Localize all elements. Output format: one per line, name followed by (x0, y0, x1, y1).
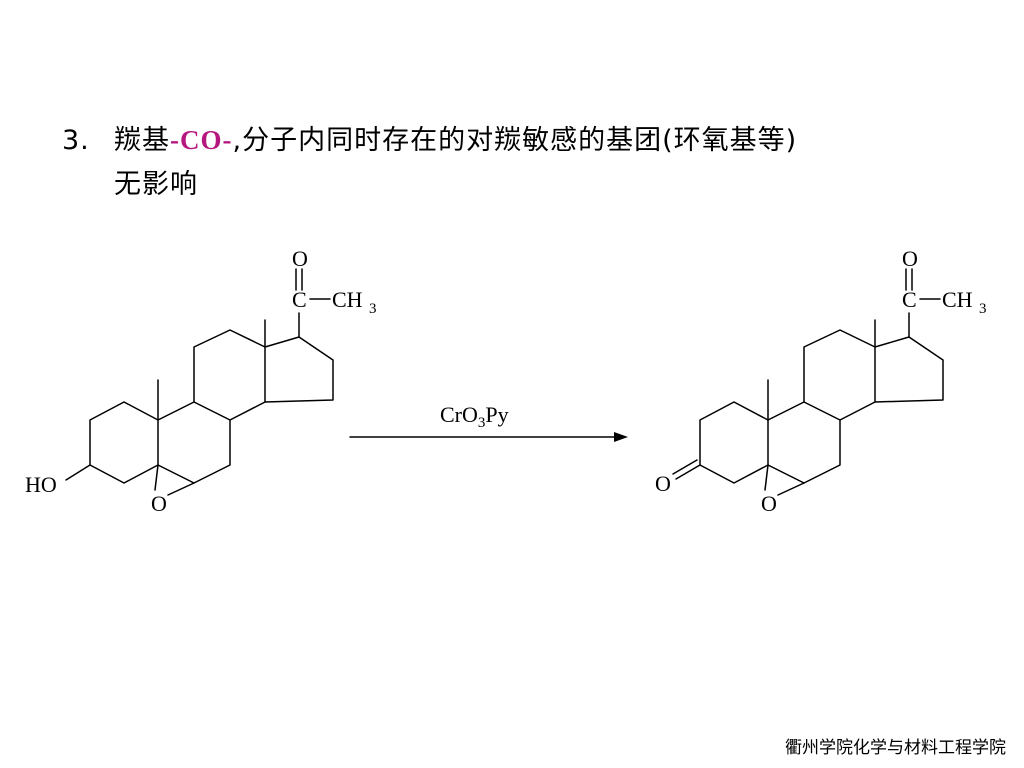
product-structure (672, 268, 944, 496)
product-ketone-oxygen: O (655, 471, 671, 496)
reactant-epoxide-bond-2 (167, 482, 195, 496)
product-epoxide-oxygen: O (761, 491, 777, 516)
product-methyl-subscript: 3 (979, 301, 987, 317)
reagent-label: CrO3Py (440, 402, 509, 431)
product-carbonyl-carbon: C (902, 287, 917, 312)
product-carbonyl-oxygen: O (902, 246, 918, 271)
reactant-ho-bond (65, 464, 91, 481)
heading-separator: , (232, 125, 243, 156)
product-ketone-double-bond-1 (675, 464, 701, 480)
product-ring-c (803, 329, 876, 421)
reactant-ring-c (193, 329, 266, 421)
reactant-structure (65, 268, 334, 496)
reactant-hydroxyl-label: HO (25, 472, 57, 497)
reactant-ring-a (89, 401, 159, 484)
product-ring-a (699, 401, 769, 484)
heading-lead: 羰基 (114, 125, 170, 156)
item-number: 3. (62, 125, 90, 156)
product-ring-b (767, 401, 841, 484)
product-methyl-label: CH (942, 287, 973, 312)
reactant-epoxide-oxygen: O (151, 491, 167, 516)
reactant-carbonyl-carbon: C (292, 287, 307, 312)
heading-rest: 分子内同时存在的对羰敏感的基团(环氧基等) (242, 125, 798, 156)
reactant-ring-d (264, 336, 334, 403)
heading-line2: 无影响 (114, 169, 198, 200)
reactant-methyl-label: CH (332, 287, 363, 312)
reactant-epoxide-bond-1 (154, 464, 159, 491)
product-ring-d (874, 336, 944, 403)
footer-institution: 衢州学院化学与材料工程学院 (785, 738, 1006, 758)
reactant-ring-b (157, 401, 231, 484)
product-epoxide-bond-2 (777, 482, 805, 496)
reaction-arrow-head (614, 432, 628, 442)
reactant-carbonyl-oxygen: O (292, 246, 308, 271)
product-epoxide-bond-1 (764, 464, 769, 491)
slide-heading: 3. 羰基-CO-,分子内同时存在的对羰敏感的基团(环氧基等) 无影响 (62, 118, 982, 207)
product-ketone-double-bond-2 (672, 459, 698, 475)
highlight-group: -CO- (170, 125, 233, 155)
reactant-methyl-subscript: 3 (369, 301, 377, 317)
